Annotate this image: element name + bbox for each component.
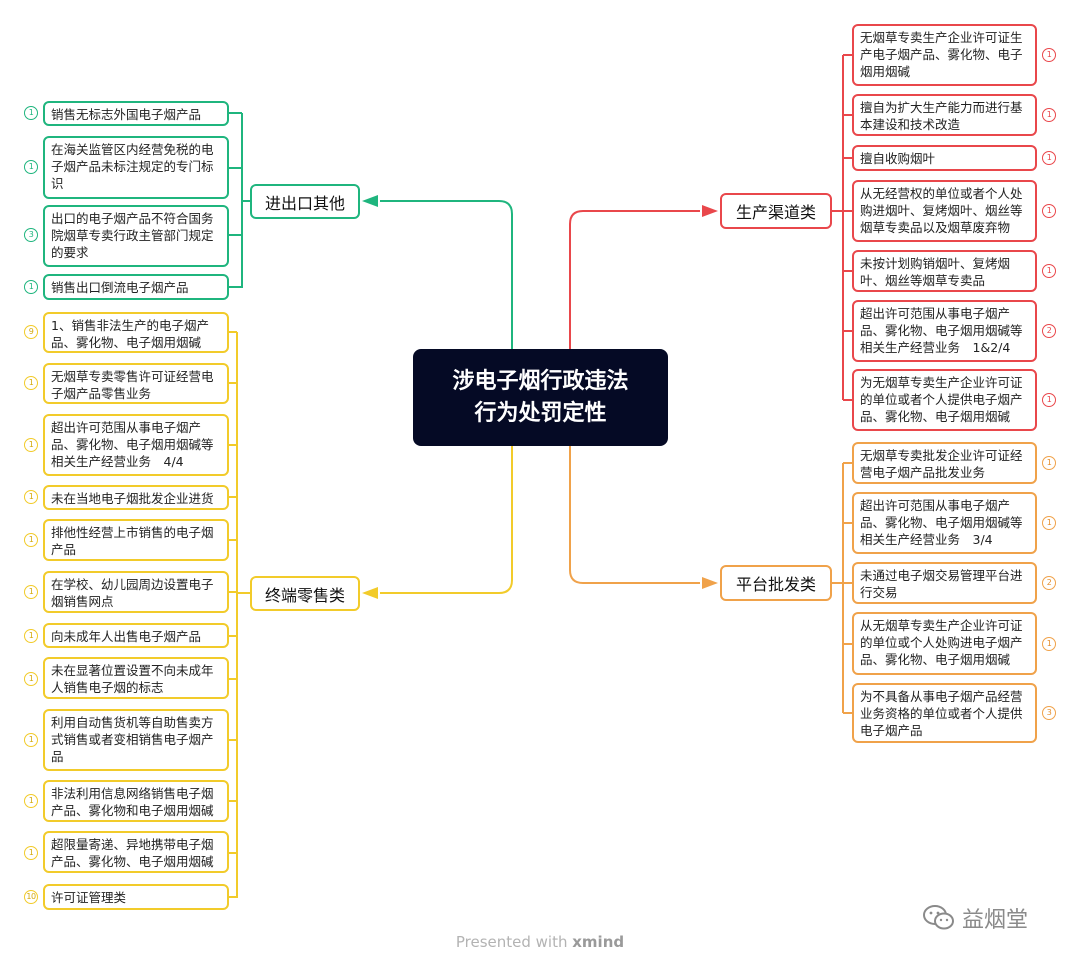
count-badge-icon: 1 (24, 280, 38, 294)
count-badge-icon: 1 (24, 733, 38, 747)
branch-label: 进出口其他 (264, 193, 345, 213)
count-badge-icon: 1 (1042, 637, 1056, 651)
watermark-text: 益烟堂 (962, 908, 1029, 933)
central-topic-line-1: 涉电子烟行政违法 (452, 368, 629, 394)
branch-label: 终端零售类 (264, 585, 345, 605)
count-badge-icon: 1 (1042, 204, 1056, 218)
import-export-item-4[interactable]: 销售出口倒流电子烟产品 (43, 274, 229, 300)
branch-wholesale[interactable]: 平台批发类 (720, 565, 832, 601)
retail-item-12[interactable]: 许可证管理类 (43, 884, 229, 910)
wholesale-item-4[interactable]: 从无烟草专卖生产企业许可证的单位或个人处购进电子烟产品、雾化物、电子烟用烟碱 (852, 612, 1037, 675)
count-badge-icon: 10 (24, 890, 38, 904)
branch-retail[interactable]: 终端零售类 (250, 576, 360, 611)
retail-item-2[interactable]: 无烟草专卖零售许可证经营电子烟产品零售业务 (43, 363, 229, 404)
count-badge-icon: 1 (1042, 456, 1056, 470)
count-badge-icon: 1 (24, 672, 38, 686)
retail-item-10[interactable]: 非法利用信息网络销售电子烟产品、雾化物和电子烟用烟碱 (43, 780, 229, 822)
count-badge-icon: 1 (1042, 393, 1056, 407)
count-badge-icon: 1 (1042, 516, 1056, 530)
count-badge-icon: 1 (24, 585, 38, 599)
count-badge-icon: 1 (24, 533, 38, 547)
wholesale-item-5[interactable]: 为不具备从事电子烟产品经营业务资格的单位或者个人提供电子烟产品 (852, 683, 1037, 743)
branch-production[interactable]: 生产渠道类 (720, 193, 832, 229)
count-badge-icon: 1 (1042, 48, 1056, 62)
wholesale-item-1[interactable]: 无烟草专卖批发企业许可证经营电子烟产品批发业务 (852, 442, 1037, 484)
import-export-item-2[interactable]: 在海关监管区内经营免税的电子烟产品未标注规定的专门标识 (43, 136, 229, 199)
retail-item-5[interactable]: 排他性经营上市销售的电子烟产品 (43, 519, 229, 561)
production-item-3[interactable]: 擅自收购烟叶 (852, 145, 1037, 171)
import-export-item-1[interactable]: 销售无标志外国电子烟产品 (43, 101, 229, 126)
count-badge-icon: 1 (24, 106, 38, 120)
retail-item-9[interactable]: 利用自动售货机等自助售卖方式销售或者变相销售电子烟产品 (43, 709, 229, 771)
count-badge-icon: 1 (24, 490, 38, 504)
count-badge-icon: 1 (24, 438, 38, 452)
wholesale-item-3[interactable]: 未通过电子烟交易管理平台进行交易 (852, 562, 1037, 604)
retail-item-11[interactable]: 超限量寄递、异地携带电子烟产品、雾化物、电子烟用烟碱 (43, 831, 229, 873)
retail-item-3[interactable]: 超出许可范围从事电子烟产品、雾化物、电子烟用烟碱等相关生产经营业务 4/4 (43, 414, 229, 476)
count-badge-icon: 1 (1042, 108, 1056, 122)
central-topic-line-2: 行为处罚定性 (474, 400, 607, 426)
count-badge-icon: 2 (1042, 576, 1056, 590)
count-badge-icon: 1 (24, 846, 38, 860)
count-badge-icon: 1 (24, 376, 38, 390)
production-item-2[interactable]: 擅自为扩大生产能力而进行基本建设和技术改造 (852, 94, 1037, 136)
production-item-1[interactable]: 无烟草专卖生产企业许可证生产电子烟产品、雾化物、电子烟用烟碱 (852, 24, 1037, 86)
count-badge-icon: 1 (1042, 151, 1056, 165)
production-item-5[interactable]: 未按计划购销烟叶、复烤烟叶、烟丝等烟草专卖品 (852, 250, 1037, 292)
count-badge-icon: 1 (24, 160, 38, 174)
retail-item-7[interactable]: 向未成年人出售电子烟产品 (43, 623, 229, 648)
count-badge-icon: 1 (24, 794, 38, 808)
branch-label: 生产渠道类 (735, 203, 816, 222)
import-export-item-3[interactable]: 出口的电子烟产品不符合国务院烟草专卖行政主管部门规定的要求 (43, 205, 229, 267)
retail-item-4[interactable]: 未在当地电子烟批发企业进货 (43, 485, 229, 510)
wechat-icon (923, 905, 954, 930)
branch-import-export[interactable]: 进出口其他 (250, 184, 360, 219)
central-topic[interactable]: 涉电子烟行政违法 行为处罚定性 (413, 349, 668, 446)
branch-label: 平台批发类 (735, 575, 816, 594)
presented-with-footer: Presented with xmind (0, 933, 1080, 951)
retail-item-8[interactable]: 未在显著位置设置不向未成年人销售电子烟的标志 (43, 657, 229, 699)
retail-item-6[interactable]: 在学校、幼儿园周边设置电子烟销售网点 (43, 571, 229, 613)
watermark: 益烟堂 (922, 902, 1028, 934)
production-item-7[interactable]: 为无烟草专卖生产企业许可证的单位或者个人提供电子烟产品、雾化物、电子烟用烟碱 (852, 369, 1037, 431)
count-badge-icon: 3 (1042, 706, 1056, 720)
count-badge-icon: 3 (24, 228, 38, 242)
count-badge-icon: 2 (1042, 324, 1056, 338)
footer-prefix: Presented with (455, 933, 573, 951)
retail-item-1[interactable]: 1、销售非法生产的电子烟产品、雾化物、电子烟用烟碱 (43, 312, 229, 353)
count-badge-icon: 1 (1042, 264, 1056, 278)
production-item-4[interactable]: 从无经营权的单位或者个人处购进烟叶、复烤烟叶、烟丝等烟草专卖品以及烟草废弃物 (852, 180, 1037, 242)
wholesale-item-2[interactable]: 超出许可范围从事电子烟产品、雾化物、电子烟用烟碱等相关生产经营业务 3/4 (852, 492, 1037, 554)
count-badge-icon: 1 (24, 629, 38, 643)
production-item-6[interactable]: 超出许可范围从事电子烟产品、雾化物、电子烟用烟碱等相关生产经营业务 1&2/4 (852, 300, 1037, 362)
footer-brand: xmind (572, 933, 625, 951)
count-badge-icon: 9 (24, 325, 38, 339)
